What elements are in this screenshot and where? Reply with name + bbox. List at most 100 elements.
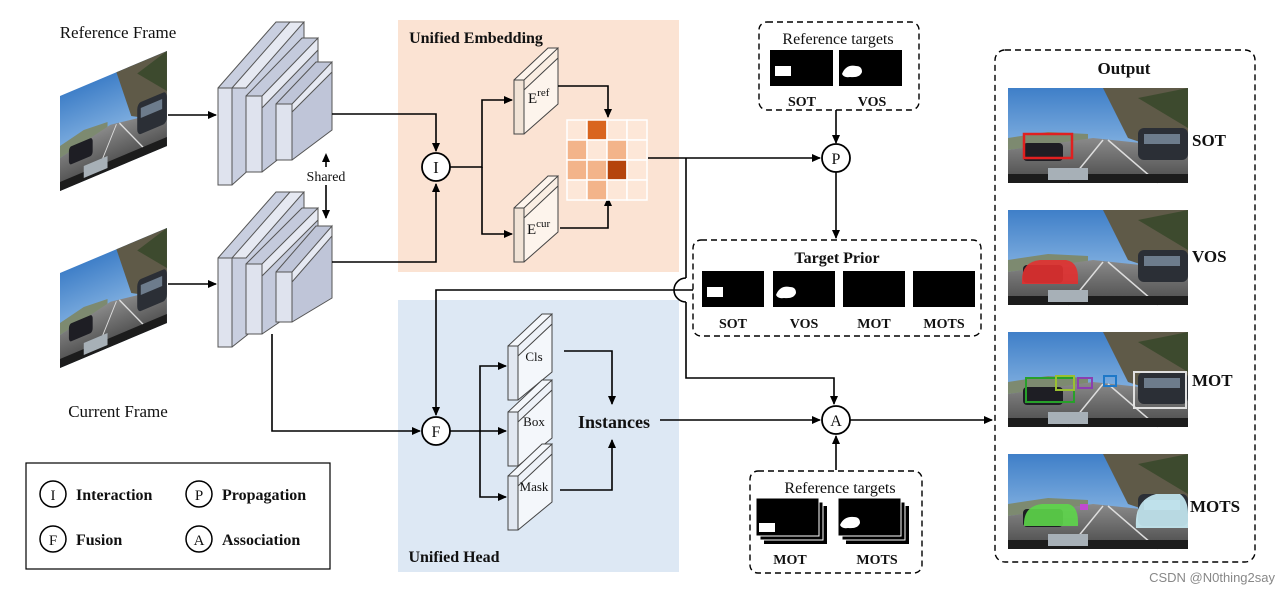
ref-to-interaction-arrow <box>332 113 440 152</box>
cur-to-interaction-arrow <box>332 183 440 263</box>
reference-frame-image <box>59 50 168 192</box>
mask-label: Mask <box>520 479 549 494</box>
unified-embedding-title: Unified Embedding <box>409 30 543 47</box>
fusion-to-cls-arrow <box>450 362 507 432</box>
target-prior-mot-mask <box>843 271 905 307</box>
legend-fusion-symbol <box>39 525 67 553</box>
matrix-cell <box>606 179 628 201</box>
matrix-to-association-arrow <box>685 302 838 405</box>
cls-label: Cls <box>525 349 542 364</box>
ref-target-vos-mask <box>839 50 902 86</box>
legend-association-label: Association <box>222 532 300 549</box>
interaction-node-symbol: I <box>433 158 439 177</box>
current-frame-image <box>59 227 168 369</box>
legend-interaction-symbol <box>39 480 67 508</box>
output-sot-image <box>1007 87 1189 184</box>
matrix-cell <box>626 139 648 161</box>
ref-target-mot-label: MOT <box>773 553 807 568</box>
interaction-to-ecur-arrow <box>481 167 513 238</box>
ref-target-mots-mask <box>837 497 909 544</box>
target-prior-vos-label: VOS <box>790 317 819 332</box>
output-vos-label: VOS <box>1192 247 1227 266</box>
matrix-cell <box>566 139 588 161</box>
target-prior-title: Target Prior <box>794 250 879 267</box>
interaction-to-eref-arrow <box>450 96 513 168</box>
shared-label: Shared <box>307 170 346 185</box>
ref-target-sot-label: SOT <box>788 95 817 110</box>
reference-backbone <box>217 21 333 186</box>
affinity-matrix <box>566 119 648 201</box>
current-backbone <box>217 191 333 348</box>
reference-frame-label: Reference Frame <box>60 23 177 42</box>
fusion-node-symbol: F <box>432 424 441 441</box>
matrix-cell <box>586 139 608 161</box>
matrix-cell <box>566 119 588 141</box>
cls-to-instances-arrow <box>564 350 616 405</box>
eref-to-matrix-arrow <box>558 85 612 118</box>
matrix-cell <box>606 119 628 141</box>
target-prior-box <box>692 239 982 337</box>
matrix-cell <box>586 119 608 141</box>
cls-head-block <box>507 312 553 401</box>
instances-label: Instances <box>578 412 650 432</box>
legend-box <box>25 462 331 570</box>
legend-interaction-letter: I <box>51 488 56 504</box>
legend-propagation-label: Propagation <box>222 487 306 504</box>
legend-propagation-letter: P <box>195 488 203 504</box>
target-prior-sot-label: SOT <box>719 317 748 332</box>
legend-association-letter: A <box>194 533 205 549</box>
matrix-cell <box>586 179 608 201</box>
output-box <box>994 49 1256 563</box>
matrix-cell <box>586 159 608 181</box>
box-label: Box <box>523 414 545 429</box>
ref-target-vos-label: VOS <box>858 95 887 110</box>
matrix-cell <box>626 179 648 201</box>
output-mots-image <box>1007 453 1189 550</box>
e-cur-block <box>513 174 559 263</box>
backbone-to-fusion-arrow <box>271 334 421 435</box>
output-mot-image <box>1007 331 1189 428</box>
target-prior-mot-label: MOT <box>857 317 891 332</box>
ref-target-mots-label: MOTS <box>856 553 897 568</box>
target-prior-vos-mask <box>773 271 835 307</box>
legend-fusion-label: Fusion <box>76 532 122 549</box>
reference-targets-bottom-title: Reference targets <box>784 480 895 497</box>
reference-targets-bottom-box <box>749 470 923 574</box>
target-prior-mots-label: MOTS <box>923 317 964 332</box>
mask-to-instances-arrow <box>560 439 616 491</box>
ref-target-sot-mask <box>770 50 833 86</box>
unified-head-title: Unified Head <box>408 549 499 566</box>
output-mot-label: MOT <box>1192 371 1233 390</box>
output-vos-image <box>1007 209 1189 306</box>
fusion-to-mask-arrow <box>479 431 507 501</box>
reference-targets-top-box <box>758 21 920 111</box>
e-ref-label: Eref <box>528 87 550 107</box>
output-sot-label: SOT <box>1192 131 1227 150</box>
legend-association-symbol <box>185 525 213 553</box>
reference-targets-top-title: Reference targets <box>782 31 893 48</box>
legend-propagation-symbol <box>185 480 213 508</box>
mask-head-block <box>507 442 553 531</box>
matrix-cell <box>606 159 628 181</box>
ecur-to-matrix-arrow <box>560 197 612 229</box>
matrix-cell <box>606 139 628 161</box>
watermark: CSDN @N0thing2say <box>1149 570 1275 585</box>
matrix-cell <box>566 179 588 201</box>
target-prior-sot-mask <box>702 271 764 307</box>
matrix-cell <box>626 119 648 141</box>
propagation-node-symbol: P <box>832 151 841 168</box>
e-ref-block <box>513 46 559 135</box>
target-prior-mots-mask <box>913 271 975 307</box>
output-title: Output <box>1098 59 1151 78</box>
association-node-symbol: A <box>830 413 842 430</box>
output-mots-label: MOTS <box>1190 497 1240 516</box>
current-frame-label: Current Frame <box>68 402 168 421</box>
matrix-cell <box>566 159 588 181</box>
legend-interaction-label: Interaction <box>76 487 153 504</box>
e-cur-label: Ecur <box>527 218 551 238</box>
legend-fusion-letter: F <box>49 533 57 549</box>
target-prior-to-fusion-arrow <box>432 289 693 416</box>
ref-target-mot-mask <box>755 497 827 544</box>
matrix-cell <box>626 159 648 181</box>
